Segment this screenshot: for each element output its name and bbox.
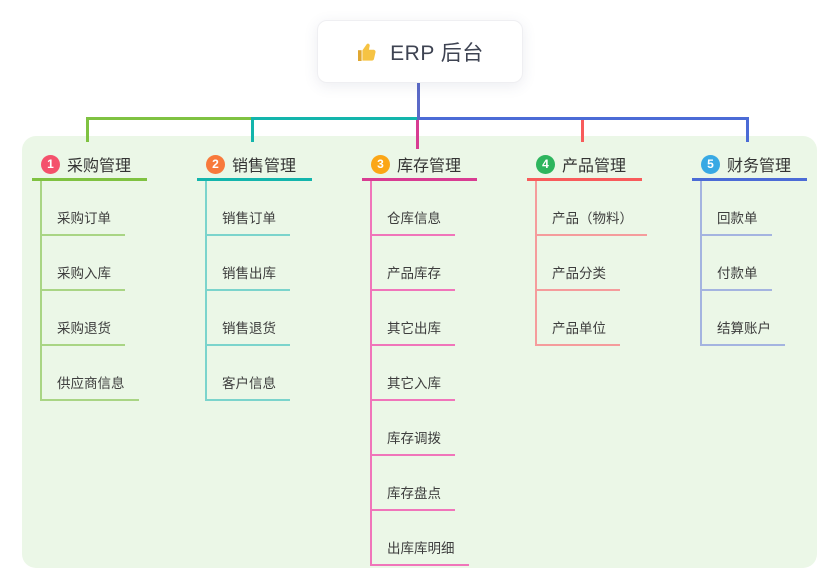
child-node-label: 库存盘点 bbox=[370, 482, 455, 511]
branch-number-badge: 3 bbox=[371, 154, 390, 174]
child-node-label: 采购退货 bbox=[40, 317, 125, 346]
branch-number-badge: 2 bbox=[206, 154, 225, 174]
child-node-label: 仓库信息 bbox=[370, 207, 455, 236]
branch-title-node[interactable]: 4 产品管理 bbox=[527, 140, 642, 181]
child-node[interactable]: 回款单 bbox=[700, 181, 807, 236]
connector-line bbox=[417, 117, 748, 120]
child-node-label: 产品（物料） bbox=[535, 207, 647, 236]
branch-children: 仓库信息产品库存其它出库其它入库库存调拨库存盘点出库库明细 bbox=[370, 181, 477, 566]
child-node-label: 产品库存 bbox=[370, 262, 455, 291]
child-node-label: 销售退货 bbox=[205, 317, 290, 346]
branch-title-node[interactable]: 5 财务管理 bbox=[692, 140, 807, 181]
child-node[interactable]: 采购退货 bbox=[40, 291, 147, 346]
connector-line bbox=[416, 117, 419, 149]
child-node[interactable]: 销售订单 bbox=[205, 181, 312, 236]
child-node[interactable]: 销售退货 bbox=[205, 291, 312, 346]
child-node[interactable]: 出库库明细 bbox=[370, 511, 477, 566]
branch-number-badge: 1 bbox=[41, 154, 60, 174]
branch-title-node[interactable]: 3 库存管理 bbox=[362, 140, 477, 181]
branch-title-node[interactable]: 2 销售管理 bbox=[197, 140, 312, 181]
child-node-label: 回款单 bbox=[700, 207, 772, 236]
child-node[interactable]: 采购入库 bbox=[40, 236, 147, 291]
child-node[interactable]: 产品分类 bbox=[535, 236, 642, 291]
child-node-label: 出库库明细 bbox=[370, 537, 469, 566]
connector-line bbox=[252, 117, 420, 120]
child-node-label: 付款单 bbox=[700, 262, 772, 291]
child-node-label: 客户信息 bbox=[205, 372, 290, 401]
child-node-label: 产品单位 bbox=[535, 317, 620, 346]
child-node-label: 销售出库 bbox=[205, 262, 290, 291]
connector-line bbox=[86, 117, 89, 142]
branch-title-label: 采购管理 bbox=[67, 158, 132, 175]
child-node[interactable]: 库存盘点 bbox=[370, 456, 477, 511]
root-node[interactable]: ERP 后台 bbox=[317, 20, 523, 83]
branch-children: 回款单付款单结算账户 bbox=[700, 181, 807, 346]
child-node-label: 其它入库 bbox=[370, 372, 455, 401]
root-title: ERP 后台 bbox=[390, 41, 484, 65]
branch-column: 3 库存管理 仓库信息产品库存其它出库其它入库库存调拨库存盘点出库库明细 bbox=[362, 140, 477, 566]
branch-column: 1 采购管理 采购订单采购入库采购退货供应商信息 bbox=[32, 140, 147, 401]
branch-children: 产品（物料） 产品分类产品单位 bbox=[535, 181, 647, 346]
branch-number-badge: 4 bbox=[536, 154, 555, 174]
child-node-label: 其它出库 bbox=[370, 317, 455, 346]
child-node-label: 采购订单 bbox=[40, 207, 125, 236]
child-node[interactable]: 结算账户 bbox=[700, 291, 807, 346]
child-node[interactable]: 供应商信息 bbox=[40, 346, 147, 401]
branch-title-label: 财务管理 bbox=[727, 158, 792, 175]
connector-line bbox=[417, 83, 420, 120]
child-node[interactable]: 客户信息 bbox=[205, 346, 312, 401]
child-node[interactable]: 付款单 bbox=[700, 236, 807, 291]
branch-title-label: 库存管理 bbox=[397, 158, 462, 175]
child-node[interactable]: 产品（物料） bbox=[535, 181, 647, 236]
child-node-label: 产品分类 bbox=[535, 262, 620, 291]
child-node[interactable]: 产品库存 bbox=[370, 236, 477, 291]
branch-number-badge: 5 bbox=[701, 154, 720, 174]
branch-column: 4 产品管理 产品（物料） 产品分类产品单位 bbox=[527, 140, 647, 346]
connector-line bbox=[581, 117, 584, 142]
child-node[interactable]: 销售出库 bbox=[205, 236, 312, 291]
child-node-label: 采购入库 bbox=[40, 262, 125, 291]
branch-column: 5 财务管理 回款单付款单结算账户 bbox=[692, 140, 807, 346]
branch-title-label: 销售管理 bbox=[232, 158, 297, 175]
thumbs-up-icon bbox=[356, 40, 380, 64]
child-node[interactable]: 仓库信息 bbox=[370, 181, 477, 236]
child-node-label: 销售订单 bbox=[205, 207, 290, 236]
branch-children: 销售订单销售出库销售退货客户信息 bbox=[205, 181, 312, 401]
child-node[interactable]: 其它出库 bbox=[370, 291, 477, 346]
child-node[interactable]: 其它入库 bbox=[370, 346, 477, 401]
branch-title-node[interactable]: 1 采购管理 bbox=[32, 140, 147, 181]
connector-line bbox=[746, 117, 749, 142]
connector-line bbox=[251, 117, 254, 142]
branch-title-label: 产品管理 bbox=[562, 158, 627, 175]
branches-panel: 1 采购管理 采购订单采购入库采购退货供应商信息 2 销售管理 销售订单销售出库… bbox=[22, 136, 817, 568]
child-node[interactable]: 产品单位 bbox=[535, 291, 642, 346]
branch-children: 采购订单采购入库采购退货供应商信息 bbox=[40, 181, 147, 401]
child-node-label: 供应商信息 bbox=[40, 372, 139, 401]
child-node[interactable]: 采购订单 bbox=[40, 181, 147, 236]
child-node-label: 结算账户 bbox=[700, 317, 785, 346]
child-node[interactable]: 库存调拨 bbox=[370, 401, 477, 456]
branch-column: 2 销售管理 销售订单销售出库销售退货客户信息 bbox=[197, 140, 312, 401]
child-node-label: 库存调拨 bbox=[370, 427, 455, 456]
